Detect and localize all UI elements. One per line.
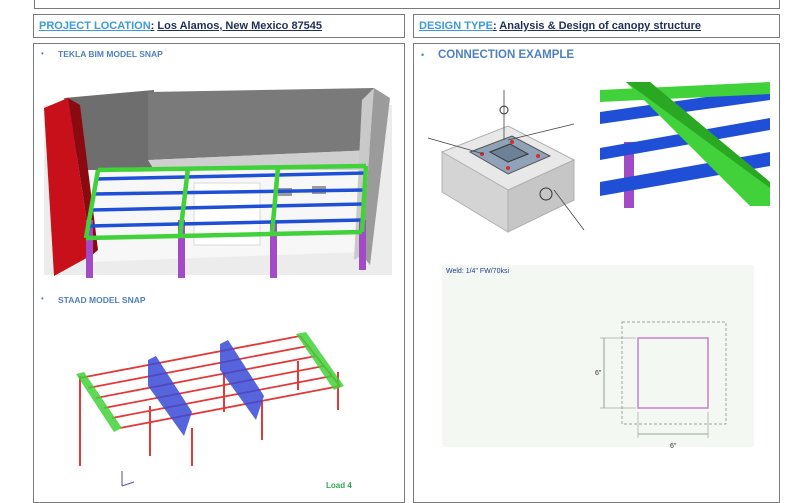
bullet-icon: • [421, 50, 425, 60]
project-location-value: Los Alamos, New Mexico 87545 [157, 20, 323, 32]
right-panel: • CONNECTION EXAMPLE [413, 43, 780, 503]
staad-model-image [76, 332, 344, 487]
project-location-sep: : [150, 20, 155, 32]
design-type-key: DESIGN TYPE [419, 20, 493, 32]
weld-square-diagram [600, 321, 727, 438]
tekla-heading: TEKLA BIM MODEL SNAP [58, 49, 163, 59]
staad-load-label: Load 4 [326, 481, 352, 490]
bullet-icon: • [41, 294, 44, 303]
connection-heading: CONNECTION EXAMPLE [438, 49, 575, 61]
design-type-header: DESIGN TYPE: Analysis & Design of canopy… [413, 14, 780, 38]
top-strip [34, 0, 780, 9]
dim-width-label: 6" [670, 443, 677, 450]
bullet-icon: • [41, 49, 44, 58]
beam-connection-image [600, 82, 770, 208]
project-location-header: PROJECT LOCATION: Los Alamos, New Mexico… [33, 14, 405, 38]
staad-heading: STAAD MODEL SNAP [58, 295, 146, 305]
dim-height-label: 6" [595, 370, 602, 377]
project-location-key: PROJECT LOCATION [39, 20, 151, 32]
design-type-value: Analysis & Design of canopy structure [499, 20, 702, 32]
base-plate-detail-image [427, 90, 585, 233]
weld-detail-area [442, 265, 754, 447]
weld-label: Weld: 1/4" FW/70ksi [446, 268, 510, 275]
tekla-model-image [44, 70, 392, 290]
left-panel: • TEKLA BIM MODEL SNAP [33, 43, 405, 503]
design-type-sep: : [492, 20, 497, 32]
